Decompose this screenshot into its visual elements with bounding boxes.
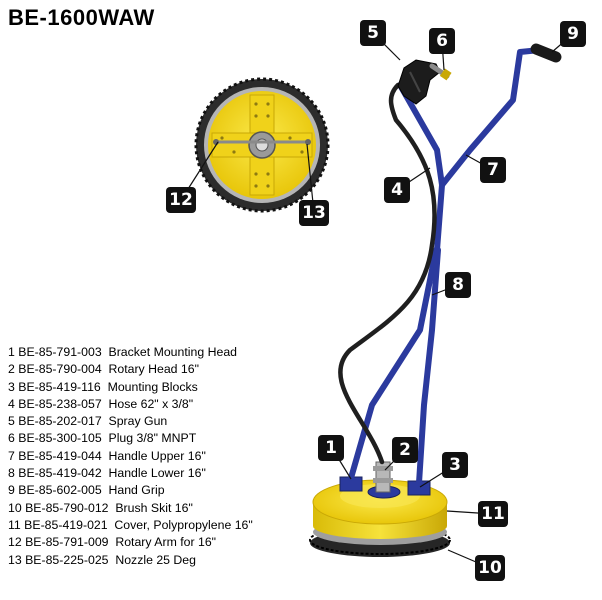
- parts-list-item: 10 BE-85-790-012 Brush Skit 16": [8, 500, 193, 515]
- callout-7: 7: [480, 157, 506, 183]
- callout-6: 6: [429, 28, 455, 54]
- parts-list-item: 12 BE-85-791-009 Rotary Arm for 16": [8, 535, 217, 550]
- svg-text:8: 8: [452, 275, 464, 295]
- handle-frame: [348, 47, 543, 486]
- handle-upper-left: [397, 82, 445, 253]
- svg-text:11: 11: [481, 504, 505, 524]
- svg-text:9: 9: [567, 24, 579, 44]
- svg-text:1: 1: [325, 438, 337, 458]
- hose: [338, 82, 437, 465]
- product-title: BE-1600WAW: [8, 5, 155, 30]
- nozzle-right: [305, 139, 311, 145]
- callout-4: 4: [384, 177, 410, 203]
- parts-list: 1 BE-85-791-003 Bracket Mounting Head 2 …: [8, 344, 253, 569]
- handle-upper-right: [439, 47, 543, 188]
- parts-list-item: 9 BE-85-602-005 Hand Grip: [8, 483, 165, 498]
- svg-text:7: 7: [487, 160, 499, 180]
- mnpt-plug: [439, 68, 452, 81]
- callout-3: 3: [442, 452, 468, 478]
- svg-text:13: 13: [302, 203, 326, 223]
- parts-list-item: 8 BE-85-419-042 Handle Lower 16": [8, 466, 206, 481]
- parts-list-item: 1 BE-85-791-003 Bracket Mounting Head: [8, 345, 237, 359]
- callout-12: 12: [166, 187, 196, 213]
- parts-list-item: 4 BE-85-238-057 Hose 62" x 3/8": [8, 396, 194, 411]
- callout-10: 10: [475, 555, 505, 581]
- callout-1: 1: [318, 435, 344, 461]
- callout-13: 13: [299, 200, 329, 226]
- svg-text:4: 4: [391, 180, 403, 200]
- svg-text:5: 5: [367, 23, 379, 43]
- parts-list-item: 2 BE-85-790-004 Rotary Head 16": [8, 362, 199, 377]
- parts-list-item: 6 BE-85-300-105 Plug 3/8" MNPT: [8, 431, 197, 446]
- svg-text:12: 12: [169, 190, 193, 210]
- parts-list-item: 11 BE-85-419-021 Cover, Polypropylene 16…: [8, 517, 253, 532]
- callout-2: 2: [392, 437, 418, 463]
- callout-5: 5: [360, 20, 386, 46]
- underside-view: [194, 77, 330, 213]
- handle-lower-right: [416, 247, 441, 486]
- callout-8: 8: [445, 272, 471, 298]
- callout-9: 9: [560, 21, 586, 47]
- svg-text:3: 3: [449, 455, 461, 475]
- svg-text:10: 10: [478, 558, 502, 578]
- parts-list-item: 5 BE-85-202-017 Spray Gun: [8, 414, 168, 429]
- handle-lower-left: [348, 247, 439, 481]
- hand-grip: [530, 43, 562, 63]
- svg-text:2: 2: [399, 440, 411, 460]
- parts-list-item: 7 BE-85-419-044 Handle Upper 16": [8, 448, 206, 463]
- parts-list-item: 3 BE-85-419-116 Mounting Blocks: [8, 379, 198, 394]
- surface-cleaner-base: [309, 461, 451, 557]
- callout-11: 11: [478, 501, 508, 527]
- parts-list-item: 13 BE-85-225-025 Nozzle 25 Deg: [8, 552, 196, 567]
- spray-gun: [397, 59, 452, 105]
- svg-text:6: 6: [436, 31, 448, 51]
